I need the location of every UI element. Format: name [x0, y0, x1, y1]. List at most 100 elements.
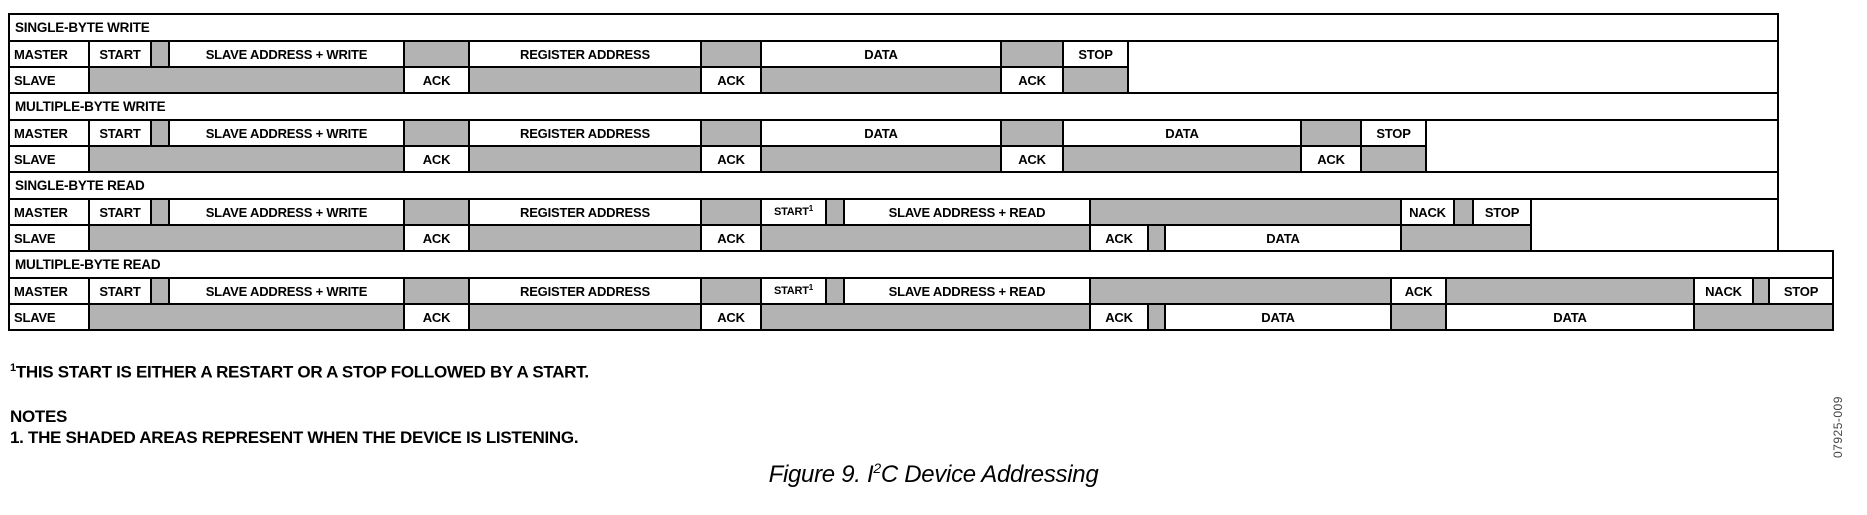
- table-title-single-byte-read: SINGLE-BYTE READ: [8, 171, 1779, 200]
- cell-shaded-listening: [1445, 277, 1695, 305]
- cell-label: REGISTER ADDRESS: [520, 283, 650, 299]
- cell-label: ACK: [422, 72, 451, 88]
- cell-label: SLAVE: [14, 309, 56, 325]
- cell-shaded-listening: [468, 66, 702, 94]
- cell-shaded-listening: [403, 40, 470, 68]
- cell-data: DATA: [1062, 119, 1302, 147]
- cell-shaded-listening: [1300, 119, 1362, 147]
- cell-shaded-listening: [88, 224, 405, 252]
- cell-nack: NACK: [1400, 198, 1455, 226]
- table-title-multiple-byte-read: MULTIPLE-BYTE READ: [8, 250, 1834, 279]
- cell-slave-address-write: SLAVE ADDRESS + WRITE: [168, 277, 405, 305]
- cell-label: SLAVE ADDRESS + READ: [888, 204, 1046, 220]
- cell-label: SLAVE ADDRESS + WRITE: [205, 283, 368, 299]
- cell-ack: ACK: [403, 303, 470, 331]
- table-single-byte-write: SINGLE-BYTE WRITE MASTER START SLAVE ADDRES…: [8, 13, 1779, 94]
- cell-label: START: [773, 285, 809, 297]
- cell-label: SLAVE ADDRESS + WRITE: [205, 204, 368, 220]
- cell-shaded-listening: [150, 277, 170, 305]
- cell-slave-address-read: SLAVE ADDRESS + READ: [843, 277, 1091, 305]
- cell-label: STOP: [1376, 125, 1411, 141]
- cell-label: ACK: [1105, 230, 1133, 246]
- cell-label: MASTER: [14, 204, 68, 220]
- cell-shaded-listening: [760, 224, 1091, 252]
- cell-data: DATA: [760, 40, 1002, 68]
- cell-ack: ACK: [700, 66, 762, 94]
- cell-ack: ACK: [700, 224, 762, 252]
- cell-shaded-listening: [1062, 145, 1302, 173]
- cell-shaded-listening: [150, 40, 170, 68]
- cell-label: MASTER: [14, 46, 68, 62]
- cell-label: DATA: [1165, 125, 1199, 141]
- cell-shaded-listening: [1000, 119, 1064, 147]
- cell-register-address: REGISTER ADDRESS: [468, 277, 702, 305]
- cell-master: MASTER: [8, 119, 90, 147]
- cell-shaded-listening: [700, 198, 762, 226]
- cell-label: MASTER: [14, 283, 68, 299]
- cell-shaded-listening: [88, 303, 405, 331]
- cell-slave: SLAVE: [8, 224, 90, 252]
- slave-row: SLAVE ACK ACK ACK: [8, 66, 1779, 94]
- cell-label: SLAVE ADDRESS + READ: [888, 283, 1046, 299]
- cell-data: DATA: [1164, 224, 1402, 252]
- cell-shaded-listening: [825, 198, 845, 226]
- cell-label: SLAVE: [14, 72, 56, 88]
- cell-shaded-listening: [1360, 145, 1427, 173]
- cell-shaded-listening: [760, 66, 1002, 94]
- cell-data: DATA: [760, 119, 1002, 147]
- table-title-single-byte-write: SINGLE-BYTE WRITE: [8, 13, 1779, 42]
- cell-label: REGISTER ADDRESS: [520, 125, 650, 141]
- cell-label: ACK: [1404, 283, 1433, 299]
- cell-ack: ACK: [1300, 145, 1362, 173]
- cell-shaded-listening: [1000, 40, 1064, 68]
- cell-label: DATA: [1261, 309, 1295, 325]
- cell-shaded-listening: [760, 145, 1002, 173]
- cell-ack: ACK: [700, 303, 762, 331]
- figure-caption: Figure 9. I2C Device Addressing: [0, 460, 1867, 489]
- cell-slave: SLAVE: [8, 303, 90, 331]
- notes-block: NOTES 1. THE SHADED AREAS REPRESENT WHEN…: [10, 406, 579, 448]
- table-title-multiple-byte-write: MULTIPLE-BYTE WRITE: [8, 92, 1779, 121]
- cell-label: NACK: [1705, 283, 1742, 299]
- cell-label: START: [99, 46, 141, 62]
- notes-title: NOTES: [10, 407, 68, 426]
- cell-shaded-listening: [150, 198, 170, 226]
- cell-ack: ACK: [1000, 66, 1064, 94]
- cell-label: START: [99, 283, 141, 299]
- cell-master: MASTER: [8, 40, 90, 68]
- cell-ack: ACK: [1089, 303, 1149, 331]
- cell-label: ACK: [422, 309, 451, 325]
- cell-label: SLAVE ADDRESS + WRITE: [205, 125, 368, 141]
- caption-superscript: 2: [873, 460, 881, 476]
- footnote-superscript: 1: [10, 362, 16, 374]
- cell-label: START: [99, 204, 141, 220]
- cell-shaded-listening: [1089, 198, 1402, 226]
- cell-slave: SLAVE: [8, 145, 90, 173]
- cell-shaded-listening: [1453, 198, 1474, 226]
- table-multiple-byte-read: MULTIPLE-BYTE READ MASTER START SLAVE ADDRE…: [8, 250, 1834, 331]
- note-1: 1. THE SHADED AREAS REPRESENT WHEN THE D…: [10, 428, 579, 447]
- cell-shaded-listening: [468, 303, 702, 331]
- cell-label: ACK: [1018, 72, 1046, 88]
- cell-stop: STOP: [1360, 119, 1427, 147]
- cell-shaded-listening: [468, 224, 702, 252]
- cell-label: STOP: [1484, 204, 1520, 220]
- cell-shaded-listening: [88, 66, 405, 94]
- cell-label: START: [773, 206, 809, 218]
- master-row: MASTER START SLAVE ADDRESS + WRITE REGISTER…: [8, 40, 1779, 68]
- cell-shaded-listening: [403, 277, 470, 305]
- cell-stop: STOP: [1472, 198, 1532, 226]
- cell-shaded-listening: [700, 40, 762, 68]
- cell-shaded-listening: [150, 119, 170, 147]
- cell-master: MASTER: [8, 198, 90, 226]
- cell-label: ACK: [1105, 309, 1133, 325]
- cell-label: DATA: [1266, 230, 1300, 246]
- cell-slave-address-write: SLAVE ADDRESS + WRITE: [168, 40, 405, 68]
- cell-register-address: REGISTER ADDRESS: [468, 40, 702, 68]
- cell-label: DATA: [864, 125, 898, 141]
- cell-ack: ACK: [403, 224, 470, 252]
